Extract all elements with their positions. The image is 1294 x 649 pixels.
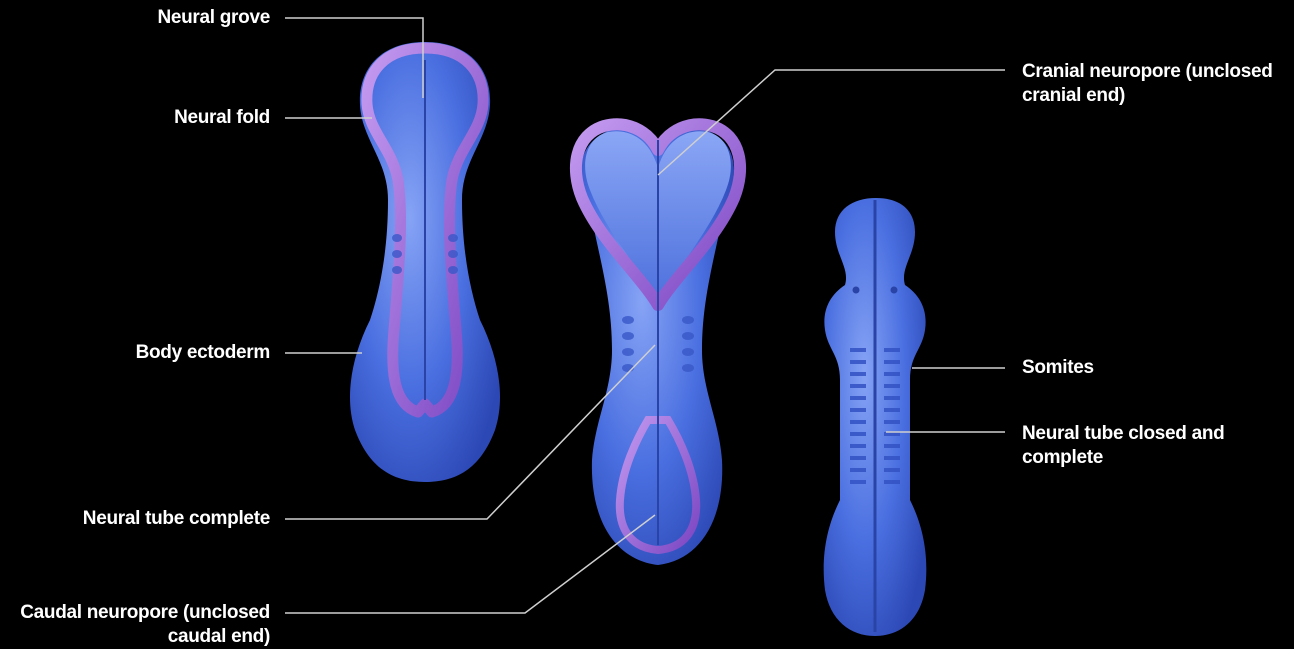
embryo-middle-stage	[576, 124, 740, 565]
label-neural-tube-closed-line2: complete	[1022, 446, 1224, 470]
label-neural-tube-closed: Neural tube closed and complete	[1022, 422, 1224, 470]
label-somites: Somites	[1022, 356, 1094, 380]
label-body-ectoderm: Body ectoderm	[136, 341, 270, 365]
embryo-early-stage	[350, 42, 500, 482]
leader-caudal-neuropore	[285, 515, 655, 613]
label-cranial-neuropore-line2: cranial end)	[1022, 84, 1273, 108]
label-caudal-neuropore-line2: caudal end)	[20, 625, 270, 649]
label-caudal-neuropore-line1: Caudal neuropore (unclosed	[20, 601, 270, 625]
label-caudal-neuropore: Caudal neuropore (unclosed caudal end)	[20, 601, 270, 649]
label-cranial-neuropore-line1: Cranial neuropore (unclosed	[1022, 60, 1273, 84]
label-neural-fold: Neural fold	[174, 106, 270, 130]
label-neural-tube-closed-line1: Neural tube closed and	[1022, 422, 1224, 446]
label-neural-tube-complete: Neural tube complete	[83, 507, 270, 531]
label-neural-groove: Neural grove	[157, 6, 270, 30]
embryo-late-stage	[824, 198, 927, 636]
label-cranial-neuropore: Cranial neuropore (unclosed cranial end)	[1022, 60, 1273, 108]
